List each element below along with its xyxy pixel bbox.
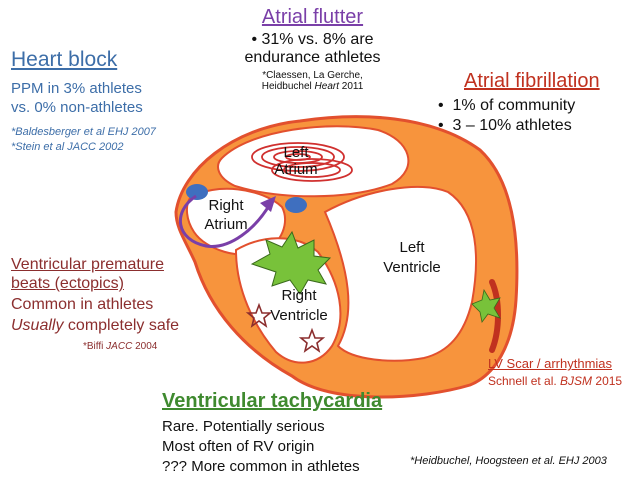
vt-title: Ventricular tachycardia <box>162 390 382 413</box>
vt-group: Ventricular tachycardia Rare. Potentiall… <box>162 390 382 475</box>
heart-block-title: Heart block <box>11 48 156 72</box>
atrial-flutter-title: Atrial flutter <box>210 6 415 29</box>
atrioventricular-node-icon <box>285 197 307 213</box>
lv-scar-title: LV Scar / arrhythmias <box>488 356 622 371</box>
ectopics-title-2: beats (ectopics) <box>11 275 179 293</box>
ectopics-line-2: Usually completely safe <box>11 317 179 335</box>
ectopics-group: Ventricular premature beats (ectopics) C… <box>11 256 179 352</box>
vt-line: Rare. Potentially serious <box>162 418 382 435</box>
heart-block-group: Heart block PPM in 3% athletes vs. 0% no… <box>11 48 156 153</box>
left-ventricle-label: Left Ventricle <box>372 238 452 278</box>
heart-block-ref: *Stein et al JACC 2002 <box>11 141 156 153</box>
lv-scar-ref: Schnell et al. BJSM 2015 <box>488 374 622 388</box>
lv-scar-group: LV Scar / arrhythmias Schnell et al. BJS… <box>488 356 622 388</box>
atrial-fibrillation-group: Atrial fibrillation • 1% of community • … <box>438 70 600 135</box>
bullet: • <box>438 117 444 134</box>
ectopics-line-1: Common in athletes <box>11 296 179 314</box>
vt-ref: *Heidbuchel, Hoogsteen et al. EHJ 2003 <box>410 455 607 467</box>
af-bullet-2: • 3 – 10% athletes <box>438 117 600 135</box>
right-ventricle-label: Right Ventricle <box>262 286 336 326</box>
ectopics-ref: *Biffi JACC 2004 <box>83 341 179 352</box>
atrial-flutter-ref-1: *Claessen, La Gerche, <box>210 70 415 81</box>
atrial-flutter-group: Atrial flutter • 31% vs. 8% are enduranc… <box>210 6 415 92</box>
bullet: • <box>251 31 257 48</box>
bullet: • <box>438 97 444 114</box>
atrial-fibrillation-title: Atrial fibrillation <box>464 70 600 93</box>
heart-block-line: PPM in 3% athletes <box>11 80 156 97</box>
atrial-flutter-line-2: endurance athletes <box>210 49 415 67</box>
vt-line: Most often of RV origin <box>162 438 382 455</box>
heart-block-ref: *Baldesberger et al EHJ 2007 <box>11 126 156 138</box>
right-atrium-label: Right Atrium <box>193 196 259 234</box>
atrial-flutter-line-1: 31% vs. 8% are <box>262 31 374 48</box>
left-atrium-label: Left Atrium <box>268 144 324 178</box>
vt-line: ??? More common in athletes <box>162 458 382 475</box>
heart-block-line: vs. 0% non-athletes <box>11 99 156 116</box>
af-bullet-1: • 1% of community <box>438 97 600 115</box>
atrial-flutter-ref-2: Heidbuchel Heart 2011 <box>210 81 415 92</box>
ectopics-title-1: Ventricular premature <box>11 256 179 274</box>
atrial-flutter-line: • 31% vs. 8% are <box>210 31 415 49</box>
